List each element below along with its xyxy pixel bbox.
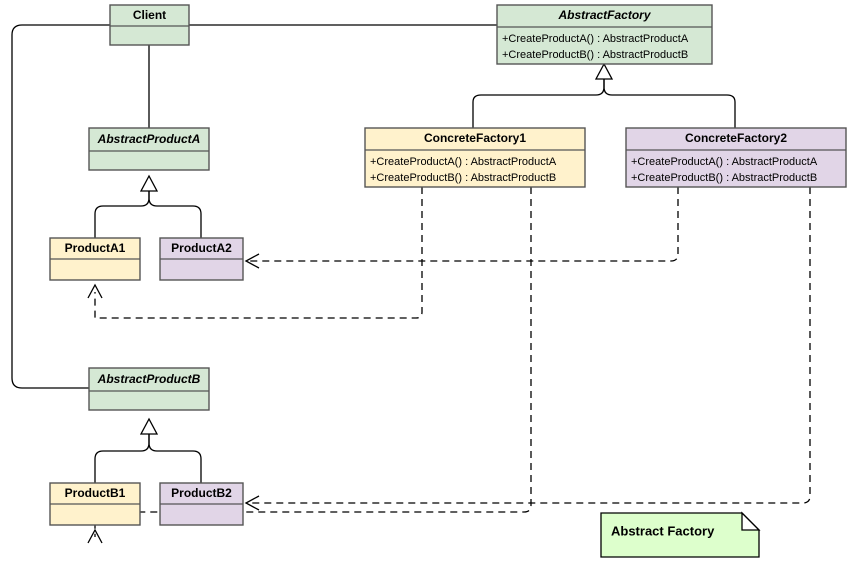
- dependency-arrowhead-producta2: [244, 253, 260, 269]
- class-member-abstract-factory-1: +CreateProductB() : AbstractProductB: [502, 49, 688, 61]
- generalization-arrowhead-abstractproducta: [139, 174, 159, 192]
- edge-client-abstractproductb: [11, 24, 110, 389]
- class-box-product-b1[interactable]: ProductB1: [49, 482, 141, 526]
- class-box-abstract-product-a[interactable]: AbstractProductA: [88, 127, 210, 171]
- class-title-product-a1: ProductA1: [65, 241, 126, 255]
- class-member-concrete-factory-2-0: +CreateProductA() : AbstractProductA: [631, 156, 818, 168]
- dependency-arrowhead-productb1: [87, 528, 103, 544]
- class-title-abstract-product-b: AbstractProductB: [97, 372, 201, 386]
- generalization-arrowhead-abstractproductb: [139, 417, 159, 435]
- edge-dependency-factory2-productb2: [246, 187, 811, 504]
- edge-dependency-factory2-producta2: [246, 187, 679, 262]
- edge-generalization-producta2: [148, 191, 202, 238]
- generalization-arrowhead-abstractfactory: [594, 62, 614, 80]
- class-member-concrete-factory-1-0: +CreateProductA() : AbstractProductA: [370, 156, 557, 168]
- class-member-abstract-factory-0: +CreateProductA() : AbstractProductA: [502, 33, 689, 45]
- class-title-abstract-product-a: AbstractProductA: [97, 132, 201, 146]
- class-box-abstract-product-b[interactable]: AbstractProductB: [88, 367, 210, 411]
- edge-generalization-producta1: [94, 191, 150, 238]
- class-title-product-a2: ProductA2: [171, 241, 232, 255]
- note-label: Abstract Factory: [611, 523, 715, 538]
- edge-generalization-productb1: [94, 434, 150, 483]
- class-title-concrete-factory-1: ConcreteFactory1: [424, 131, 526, 145]
- note-abstract-factory[interactable]: Abstract Factory: [600, 511, 761, 558]
- class-member-concrete-factory-2-1: +CreateProductB() : AbstractProductB: [631, 172, 817, 184]
- class-box-client[interactable]: Client: [109, 4, 190, 46]
- edge-generalization-factory2: [603, 79, 736, 128]
- dependency-arrowhead-producta1: [87, 283, 103, 299]
- edge-dependency-factory1-producta1: [94, 187, 423, 319]
- edge-dependency-factory1-productb1: [94, 187, 532, 537]
- class-title-concrete-factory-2: ConcreteFactory2: [685, 131, 787, 145]
- class-box-product-a1[interactable]: ProductA1: [49, 237, 141, 281]
- class-title-product-b2: ProductB2: [171, 486, 232, 500]
- class-title-client: Client: [133, 8, 166, 22]
- class-member-concrete-factory-1-1: +CreateProductB() : AbstractProductB: [370, 172, 556, 184]
- class-box-concrete-factory-2[interactable]: ConcreteFactory2 +CreateProductA() : Abs…: [625, 127, 847, 188]
- dependency-arrowhead-productb2: [244, 495, 260, 511]
- class-box-abstract-factory[interactable]: AbstractFactory +CreateProductA() : Abst…: [496, 4, 713, 65]
- class-title-product-b1: ProductB1: [65, 486, 126, 500]
- edge-generalization-productb2: [148, 434, 202, 483]
- class-box-product-a2[interactable]: ProductA2: [159, 237, 244, 281]
- class-box-concrete-factory-1[interactable]: ConcreteFactory1 +CreateProductA() : Abs…: [364, 127, 586, 188]
- class-box-product-b2[interactable]: ProductB2: [159, 482, 244, 526]
- class-title-abstract-factory: AbstractFactory: [557, 8, 651, 22]
- edge-generalization-factories: [472, 79, 605, 128]
